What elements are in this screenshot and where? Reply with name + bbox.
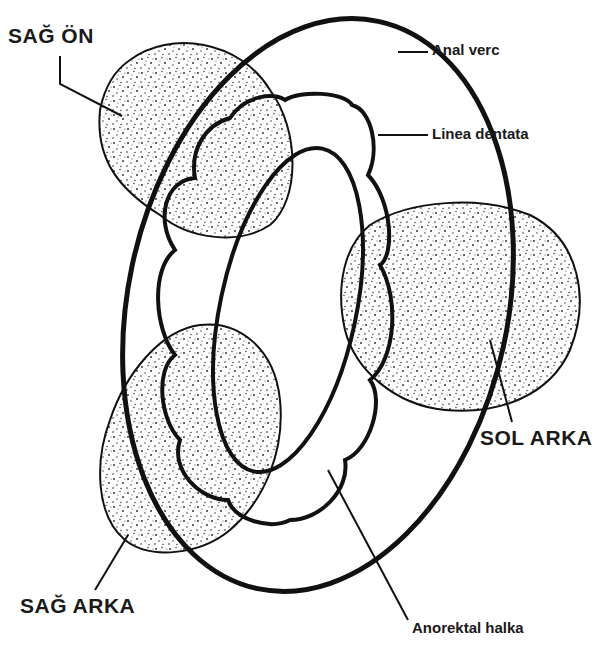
hemorrhoid-left-posterior <box>341 203 579 411</box>
part-label: Anal verc <box>432 42 500 59</box>
leader-line <box>398 51 428 53</box>
leader-line <box>60 56 122 116</box>
part-label: Linea dentata <box>432 126 529 143</box>
anal-verge-outline <box>72 0 564 628</box>
hemorrhoid-right-anterior <box>99 43 292 237</box>
hemorrhoid-right-posterior <box>100 324 281 552</box>
part-label: SOL ARKA <box>480 426 593 449</box>
part-label: SAĞ ARKA <box>20 594 135 617</box>
part-label: Anorektal halka <box>412 620 524 637</box>
anorectal-ring-outline <box>187 134 389 485</box>
leader-line <box>328 470 408 620</box>
dentate-line-outline <box>158 94 392 524</box>
part-label: SAĞ ÖN <box>8 24 94 47</box>
leader-line <box>378 134 428 136</box>
leader-line <box>490 340 512 422</box>
leader-line <box>95 535 128 590</box>
